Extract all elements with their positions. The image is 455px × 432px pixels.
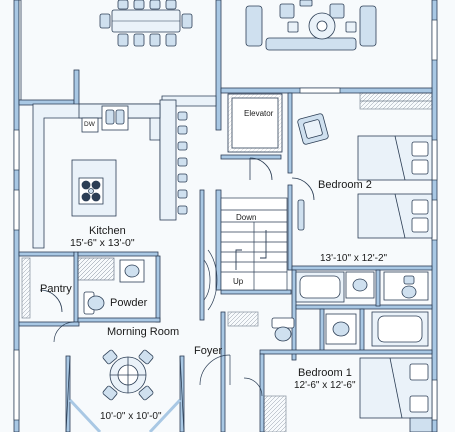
bedroom2-dimensions: 13'-10" x 12'-2" — [320, 253, 388, 264]
morning-room-label: Morning Room — [107, 326, 180, 338]
bedroom1-furniture — [263, 357, 433, 432]
powder-label: Powder — [110, 297, 148, 309]
stairs-up-label: Up — [233, 277, 244, 286]
dishwasher-label: DW — [84, 121, 95, 128]
bedroom2-label: Bedroom 2 — [318, 179, 372, 191]
pantry-label: Pantry — [40, 283, 72, 295]
morning-room-dimensions: 10'-0" x 10'-0" — [100, 411, 162, 422]
bedroom1-dimensions: 12'-6" x 12'-6" — [294, 380, 356, 391]
kitchen-counters — [32, 95, 217, 249]
foyer-label: Foyer — [194, 345, 223, 357]
dining-table-left — [99, 0, 193, 47]
doors — [53, 321, 263, 397]
staircase — [203, 197, 288, 311]
bedroom1-label: Bedroom 1 — [298, 367, 352, 379]
elevator-label: Elevator — [244, 109, 274, 118]
morning-room-table — [65, 349, 185, 432]
stairs-down-label: Down — [236, 213, 257, 222]
powder-room-fixtures — [21, 257, 145, 319]
bathroom-fixtures — [227, 271, 429, 347]
kitchen-dimensions: 15'-6" x 13'-0" — [70, 237, 135, 249]
windows — [13, 19, 438, 421]
elevator-shaft — [227, 93, 283, 181]
bedroom2-furniture — [291, 92, 433, 239]
living-furniture — [245, 0, 377, 51]
kitchen-label: Kitchen — [89, 225, 126, 237]
